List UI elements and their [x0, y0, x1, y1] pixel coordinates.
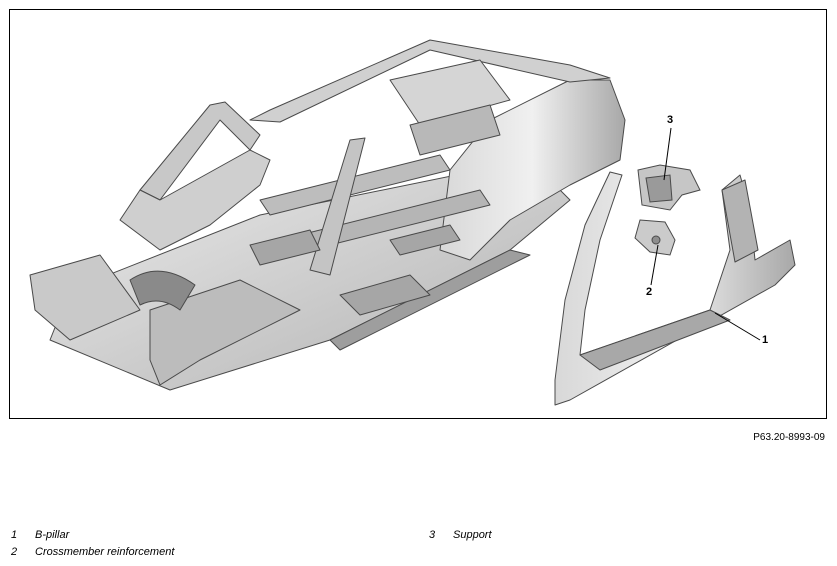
callout-2: 2	[646, 286, 653, 298]
legend-item: 3 Support	[429, 529, 492, 541]
callout-leaders	[650, 127, 761, 341]
legend-label: B-pillar	[35, 529, 70, 541]
legend-item: 1 B-pillar	[11, 529, 69, 541]
crossmember-reinforcement-part	[634, 219, 676, 256]
legend-number: 2	[11, 546, 18, 558]
legend-label: Support	[453, 529, 492, 541]
callout-3: 3	[667, 114, 674, 126]
legend-item: 2 Crossmember reinforcement	[11, 546, 174, 558]
legend-label: Crossmember reinforcement	[35, 546, 175, 558]
support-part	[637, 164, 701, 211]
callout-1: 1	[762, 334, 769, 346]
car-body-shell	[29, 39, 626, 391]
figure-frame: 3 2 1	[9, 9, 827, 419]
b-pillar-part	[554, 171, 796, 406]
legend-number: 1	[11, 529, 18, 541]
figure-code: P63.20-8993-09	[753, 432, 825, 443]
legend-number: 3	[429, 529, 436, 541]
body-in-white-illustration	[29, 39, 796, 406]
